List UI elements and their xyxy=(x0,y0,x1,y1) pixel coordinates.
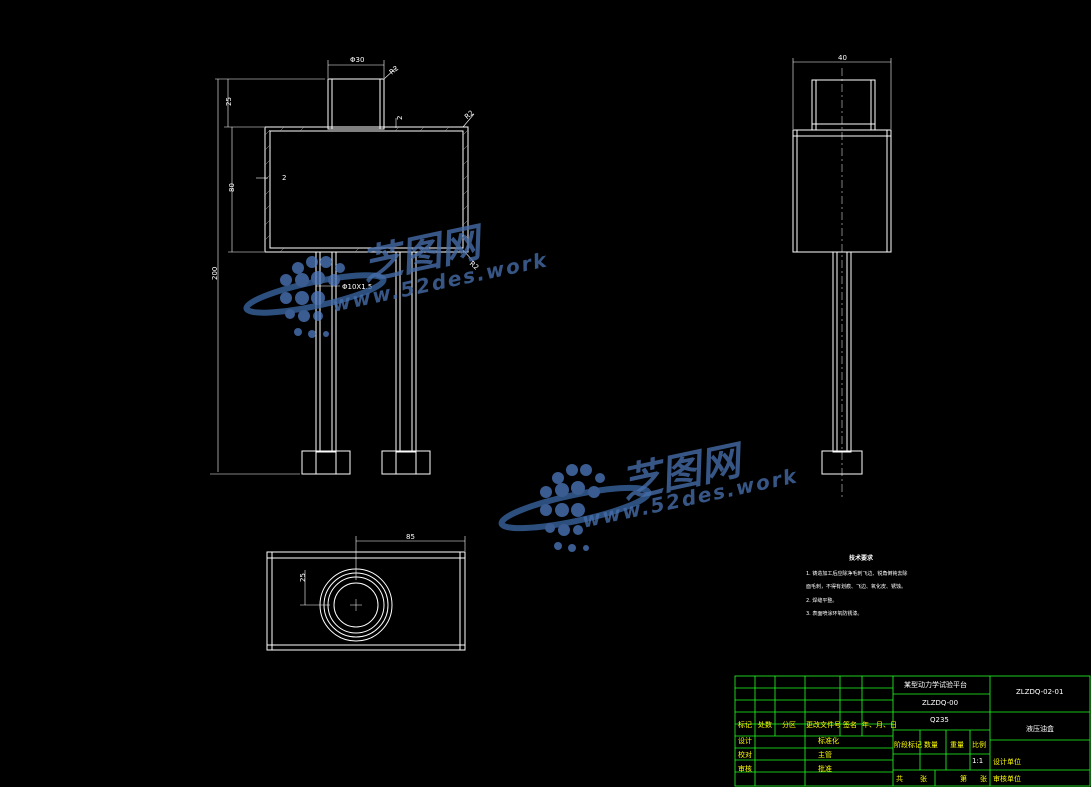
dim-plan-r: 25 xyxy=(299,573,307,582)
tb-label-proof: 校对 xyxy=(738,751,752,759)
tech-req-line: 1. 铸造加工后应除净毛刺飞边、锐角倒钝去除 xyxy=(806,570,908,577)
tb-label-weight: 重量 xyxy=(950,741,964,749)
tb-label-page: 张 xyxy=(980,775,987,783)
title-block xyxy=(734,675,1091,787)
tb-label-date: 年、月、日 xyxy=(862,721,897,729)
tb-label-total: 共 xyxy=(896,775,903,783)
tb-label-standard: 标准化 xyxy=(818,737,839,745)
watermark-globe-1 xyxy=(243,256,387,338)
tech-req-title: 技术要求 xyxy=(848,555,873,562)
tb-label-approve: 批准 xyxy=(818,765,832,773)
tb-label-change-doc: 更改文件号 xyxy=(806,721,841,729)
tech-req-line: 面毛刺，不得有划痕、飞边、氧化皮、锈蚀。 xyxy=(806,584,907,590)
plan-view xyxy=(266,536,466,651)
tb-label-zone: 分区 xyxy=(782,721,796,729)
tb-label-sign: 签名 xyxy=(843,721,857,729)
tb-label-sheet: 张 xyxy=(920,775,927,783)
tb-label-design: 设计 xyxy=(738,737,752,745)
dim-body-h: 80 xyxy=(228,183,236,192)
tb-label-ratio: 比例 xyxy=(972,741,986,749)
dim-side-wall: 2 xyxy=(282,174,286,182)
tb-label-quantity: 数量 xyxy=(924,741,938,749)
tb-assembly-no: ZLZDQ-00 xyxy=(922,699,959,707)
tech-req-line: 3. 表面喷涂环氧防锈漆。 xyxy=(806,611,863,617)
dim-pipe: Φ10X1.5 xyxy=(342,283,372,291)
tb-drawing-no: ZLZDQ-02-01 xyxy=(1016,688,1064,696)
tb-label-no: 第 xyxy=(960,775,967,783)
dim-total-h: 200 xyxy=(211,267,219,280)
dim-plan-w: 85 xyxy=(406,533,415,541)
dim-top-height: 25 xyxy=(225,97,233,106)
tb-part-name: 液压油盒 xyxy=(1026,725,1054,733)
tb-material: Q235 xyxy=(930,716,949,724)
tb-label-stage-mark: 阶段标记 xyxy=(894,741,922,749)
side-view xyxy=(792,58,892,500)
front-dimensions: Φ30 R2 25 2 R2 80 2 200 Φ10X1.5 R2 xyxy=(211,56,480,291)
tb-label-mark: 标记 xyxy=(738,721,752,729)
dim-side-w: 40 xyxy=(838,54,847,62)
dim-top-dia: Φ30 xyxy=(350,56,364,64)
dim-wall: 2 xyxy=(396,116,404,120)
tb-label-count: 处数 xyxy=(758,721,772,729)
tb-scale: 1:1 xyxy=(972,757,984,765)
tb-label-chief: 主管 xyxy=(818,751,832,759)
tech-req-line: 2. 焊缝平整。 xyxy=(806,597,838,604)
tb-label-review: 审核 xyxy=(738,765,752,773)
tb-project: 某型动力学试验平台 xyxy=(904,681,967,689)
tb-label-owner-unit: 审核单位 xyxy=(993,775,1021,783)
watermark-globe-2 xyxy=(498,464,652,552)
technical-requirements: 技术要求 1. 铸造加工后应除净毛刺飞边、锐角倒钝去除 面毛刺，不得有划痕、飞边… xyxy=(806,552,916,622)
tb-label-design-unit: 设计单位 xyxy=(993,758,1021,766)
